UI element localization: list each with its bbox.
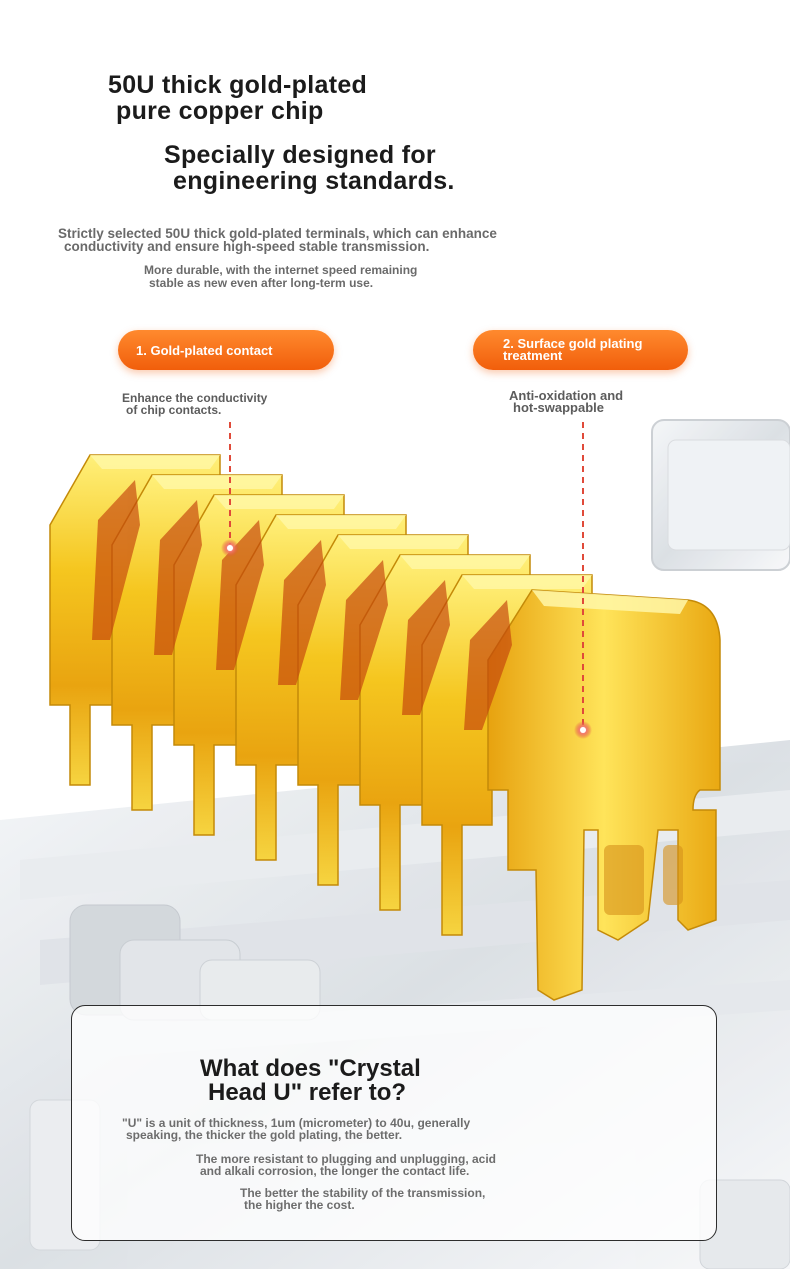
faq-answer-3: The better the stability of the transmis… — [240, 1186, 486, 1212]
subheadline-line-2: engineering standards. — [173, 167, 455, 195]
headline-line-2: pure copper chip — [116, 97, 324, 125]
faq-answer-2: The more resistant to plugging and unplu… — [196, 1152, 496, 1178]
description-paragraph-2: More durable, with the internet speed re… — [144, 263, 418, 290]
terminal — [421, 574, 593, 936]
gold-terminals — [49, 454, 721, 1001]
subheadline-line-1: Specially designed for — [164, 141, 436, 169]
marker-1 — [221, 422, 239, 557]
headline-line-1: 50U thick gold-plated — [108, 71, 368, 99]
subheadline: Specially designed for engineering stand… — [164, 142, 584, 194]
feature-note-1: Enhance the conductivity of chip contact… — [122, 391, 268, 417]
feature-note-2: Anti-oxidation and hot-swappable — [509, 388, 624, 415]
feature-badge-gold-plated-contact: 1. Gold-plated contact — [118, 330, 334, 370]
feature-badge-surface-gold-plating: 2. Surface gold plating treatment — [473, 330, 688, 370]
marker-2 — [574, 422, 592, 739]
faq-panel — [71, 1005, 717, 1241]
description-paragraph-1: Strictly selected 50U thick gold-plated … — [58, 226, 497, 254]
headline: 50U thick gold-plated pure copper chip — [108, 72, 528, 124]
faq-title: What does "Crystal Head U" refer to? — [200, 1055, 421, 1106]
faq-answer-1: "U" is a unit of thickness, 1um (microme… — [122, 1116, 471, 1142]
terminal-front — [487, 589, 721, 1001]
